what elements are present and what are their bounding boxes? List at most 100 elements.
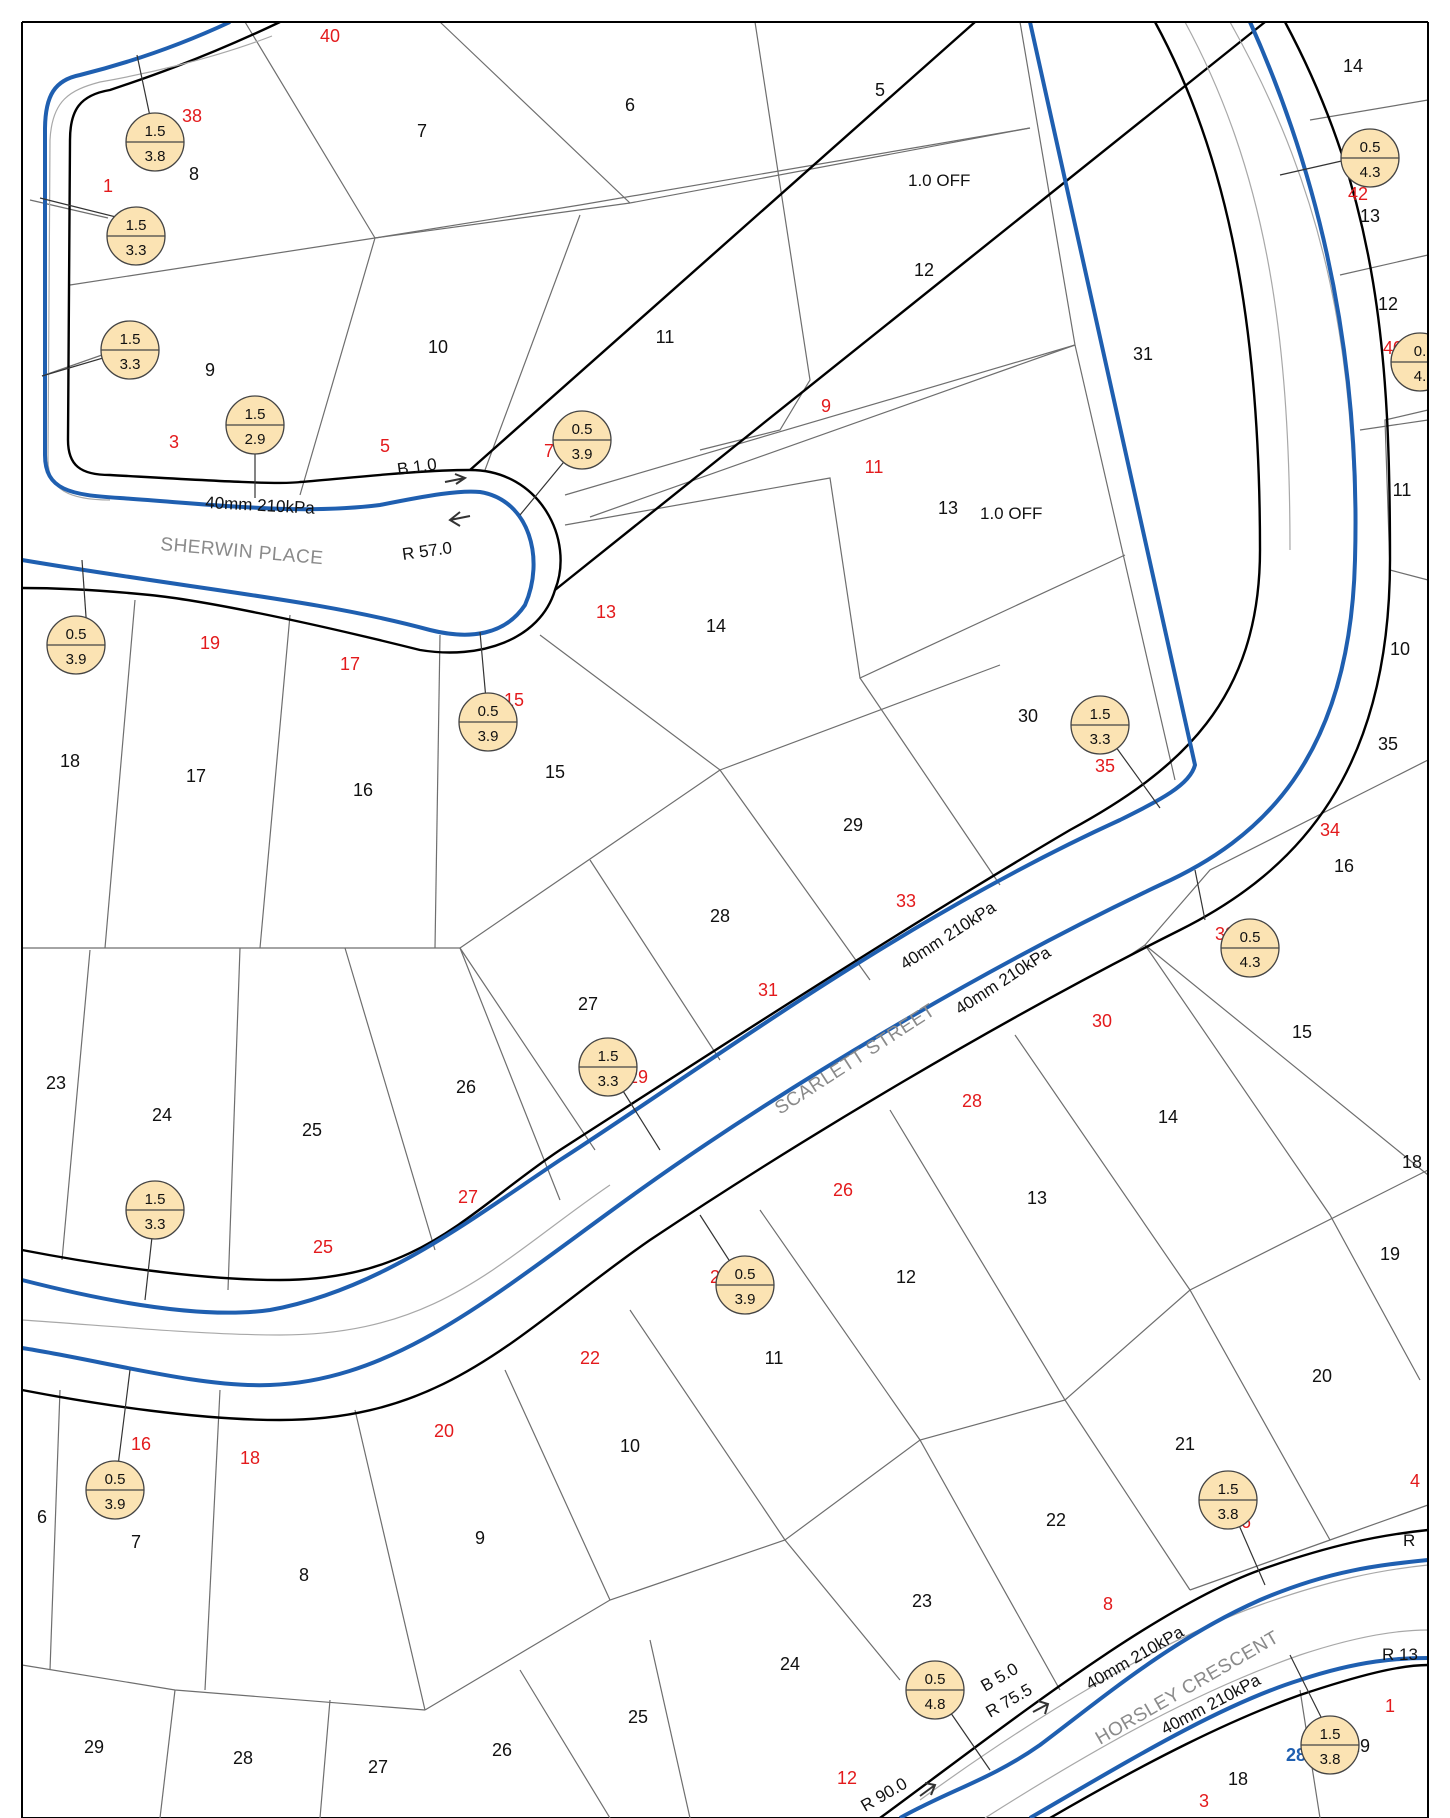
- lot-number: 9: [205, 360, 215, 380]
- service-disc: 0.54.3: [1220, 918, 1280, 978]
- svg-text:1.5: 1.5: [145, 123, 166, 140]
- house-number: 4: [1410, 1471, 1420, 1491]
- svg-text:1.5: 1.5: [598, 1048, 619, 1065]
- svg-text:0.5: 0.5: [1360, 139, 1381, 156]
- lot-number: 11: [656, 327, 675, 347]
- house-number: 33: [896, 891, 916, 911]
- lot-number: 6: [37, 1507, 47, 1527]
- service-disc: 1.52.9: [225, 395, 285, 455]
- lot-number: 9: [475, 1528, 485, 1548]
- house-number: 22: [580, 1348, 600, 1368]
- service-disc: 1.53.8: [125, 112, 185, 172]
- house-number: 31: [758, 980, 778, 1000]
- svg-text:1.5: 1.5: [1218, 1481, 1239, 1498]
- house-number: 3: [1199, 1791, 1209, 1811]
- lot-number: 18: [1228, 1769, 1248, 1789]
- svg-text:0.5: 0.5: [735, 1266, 756, 1283]
- house-number: 5: [380, 436, 390, 456]
- house-number: 7: [544, 441, 554, 461]
- svg-text:0.5: 0.5: [478, 703, 499, 720]
- svg-text:3.9: 3.9: [66, 651, 87, 668]
- house-numbers: 40 38 1 3 5 7 9 11 13 15 17 19 35 34 33 …: [103, 26, 1420, 1811]
- water-mains: [21, 20, 1429, 1818]
- svg-text:3.3: 3.3: [126, 242, 147, 259]
- offset-label: 1.0 OFF: [908, 171, 970, 190]
- lot-number: 11: [765, 1348, 784, 1368]
- service-disc: 0.53.9: [552, 410, 612, 470]
- lot-number: 11: [1393, 480, 1412, 500]
- lot-number: 30: [1018, 706, 1038, 726]
- svg-text:3.8: 3.8: [145, 148, 166, 165]
- lot-number: 21: [1175, 1434, 1195, 1454]
- house-number: 16: [131, 1434, 151, 1454]
- house-number: 20: [434, 1421, 454, 1441]
- svg-text:3.8: 3.8: [1218, 1506, 1239, 1523]
- lot-number: 10: [1390, 639, 1410, 659]
- service-disc: 1.53.3: [578, 1037, 638, 1097]
- svg-text:0.5: 0.5: [1240, 929, 1261, 946]
- lot-number: 22: [1046, 1510, 1066, 1530]
- lot-number: 12: [1378, 294, 1398, 314]
- house-number: 18: [240, 1448, 260, 1468]
- lot-number: 26: [492, 1740, 512, 1760]
- lot-number: 14: [1343, 56, 1363, 76]
- lot-number: 18: [1402, 1152, 1422, 1172]
- svg-text:1.5: 1.5: [126, 217, 147, 234]
- lot-number: 24: [780, 1654, 800, 1674]
- svg-text:3.9: 3.9: [572, 446, 593, 463]
- service-disc: 0.54.8: [905, 1660, 965, 1720]
- lot-number: 35: [1378, 734, 1398, 754]
- svg-text:3.9: 3.9: [478, 728, 499, 745]
- svg-text:4.8: 4.8: [925, 1696, 946, 1713]
- lot-number: 6: [625, 95, 635, 115]
- radius-label: R 13: [1382, 1645, 1418, 1664]
- service-disc: 1.53.3: [1070, 695, 1130, 755]
- lot-number: 25: [628, 1707, 648, 1727]
- lot-number: 20: [1312, 1366, 1332, 1386]
- house-number: 9: [821, 396, 831, 416]
- lot-number: 12: [896, 1267, 916, 1287]
- arrow-right-icon: [444, 473, 468, 485]
- svg-text:0.5: 0.5: [66, 626, 87, 643]
- survey-arrows: [444, 473, 1050, 1797]
- house-number: 13: [596, 602, 616, 622]
- lot-number: 16: [1334, 856, 1354, 876]
- svg-text:4.3: 4.3: [1240, 954, 1261, 971]
- lot-number: 10: [428, 337, 448, 357]
- service-disc: 0.54.3: [1340, 128, 1400, 188]
- service-disc: 1.53.3: [100, 320, 160, 380]
- house-number: 1: [103, 176, 113, 196]
- svg-text:3.3: 3.3: [120, 356, 141, 373]
- svg-text:1.5: 1.5: [1090, 706, 1111, 723]
- lot-number: 29: [843, 815, 863, 835]
- lot-number: 8: [299, 1565, 309, 1585]
- lot-number: 25: [302, 1120, 322, 1140]
- road-kerbs: [21, 20, 1429, 1818]
- lot-number: 13: [1360, 206, 1380, 226]
- svg-text:4.3: 4.3: [1360, 164, 1381, 181]
- lot-number: 12: [914, 260, 934, 280]
- lot-number: 31: [1133, 344, 1153, 364]
- house-number: 17: [340, 654, 360, 674]
- svg-text:0.5: 0.5: [925, 1671, 946, 1688]
- house-number: 25: [313, 1237, 333, 1257]
- lot-number: 26: [456, 1077, 476, 1097]
- service-disc: 0.53.9: [715, 1255, 775, 1315]
- service-disc: 1.53.8: [1198, 1470, 1258, 1530]
- radius-label: R: [1403, 1531, 1415, 1550]
- lot-number: 18: [60, 751, 80, 771]
- service-discs: 1.53.8 1.53.3 1.53.3 1.52.9 0.53.9 0.53.…: [46, 112, 1450, 1775]
- lot-number: 19: [1380, 1244, 1400, 1264]
- house-number: 34: [1320, 820, 1340, 840]
- lot-number: 13: [938, 498, 958, 518]
- lot-number: 14: [1158, 1107, 1178, 1127]
- service-disc: 0.53.9: [46, 615, 106, 675]
- lot-number: 23: [46, 1073, 66, 1093]
- lot-number: 7: [131, 1532, 141, 1552]
- house-number: 38: [182, 106, 202, 126]
- svg-text:3.8: 3.8: [1320, 1751, 1341, 1768]
- lot-number: 13: [1027, 1188, 1047, 1208]
- offset-label: 1.0 OFF: [980, 504, 1042, 523]
- svg-text:3.3: 3.3: [145, 1216, 166, 1233]
